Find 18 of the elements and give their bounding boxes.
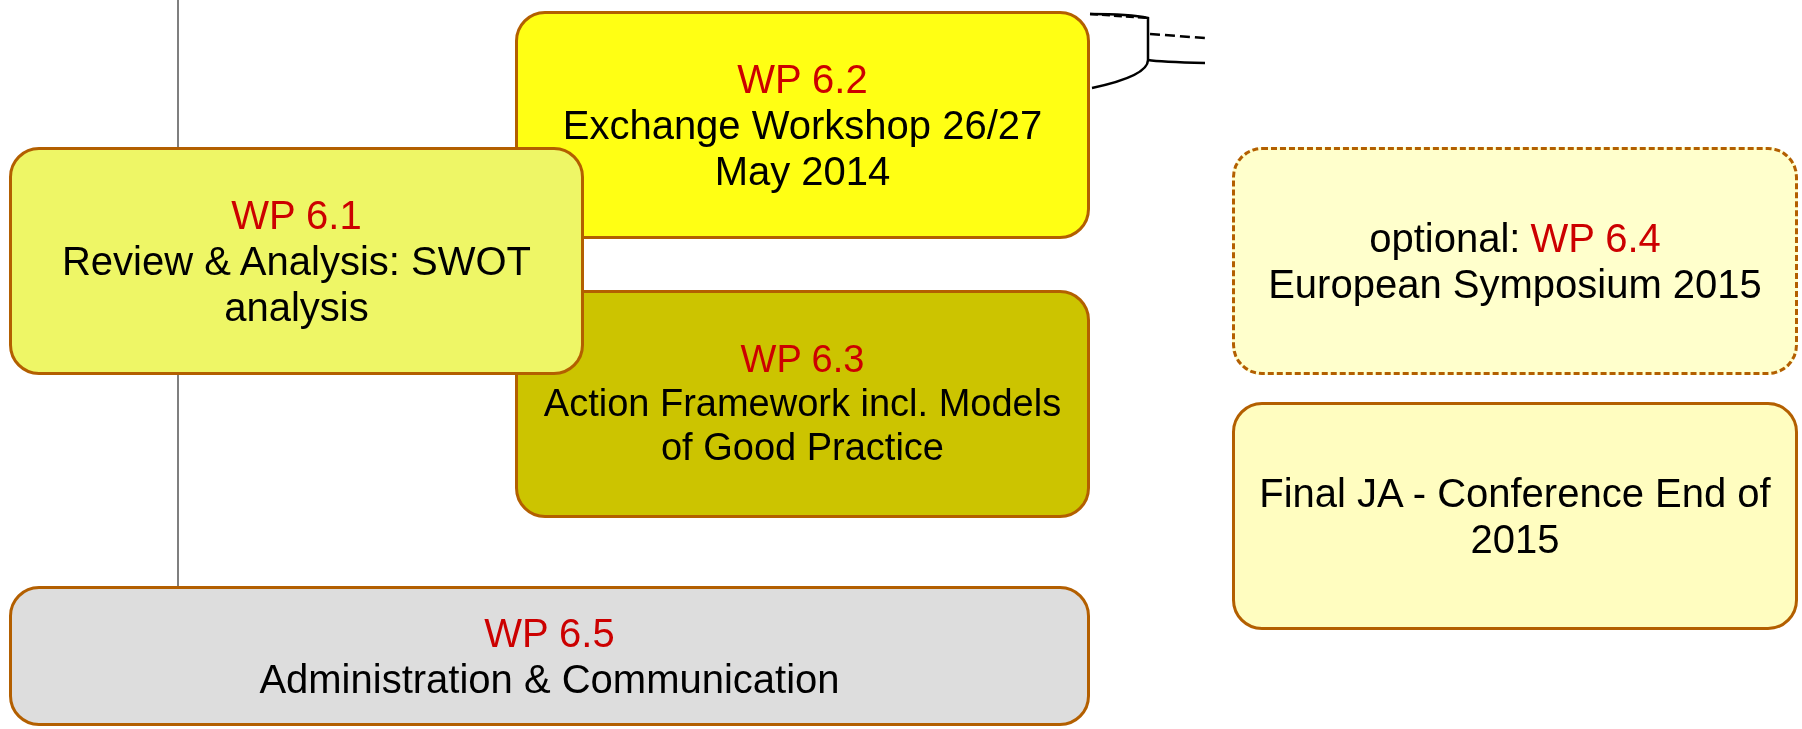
package-number: WP 6.5 [484,611,615,655]
package-title: European Symposium 2015 [1268,262,1762,306]
work-package-box [515,11,1090,239]
package-number: WP 6.3 [740,338,865,381]
package-title: Exchange Workshop 26/27 May 2014 [562,103,1043,193]
package-title: Review & Analysis: SWOT analysis [62,239,531,329]
work-package-box [515,290,1090,518]
package-number: WP 6.1 [231,193,362,237]
package-title: Administration & Communication [259,657,840,701]
package-number: WP 6.2 [737,57,868,101]
package-title: Final JA - Conference End of 2015 [1259,471,1771,561]
package-title: optional: [1369,215,1521,261]
optional-event-box [1232,147,1798,375]
work-package-box [9,586,1090,726]
package-number: WP 6.4 [1530,215,1661,261]
work-package-box [9,147,584,375]
package-title: Action Framework incl. Models of Good Practice [543,382,1062,468]
event-box [1232,402,1798,630]
